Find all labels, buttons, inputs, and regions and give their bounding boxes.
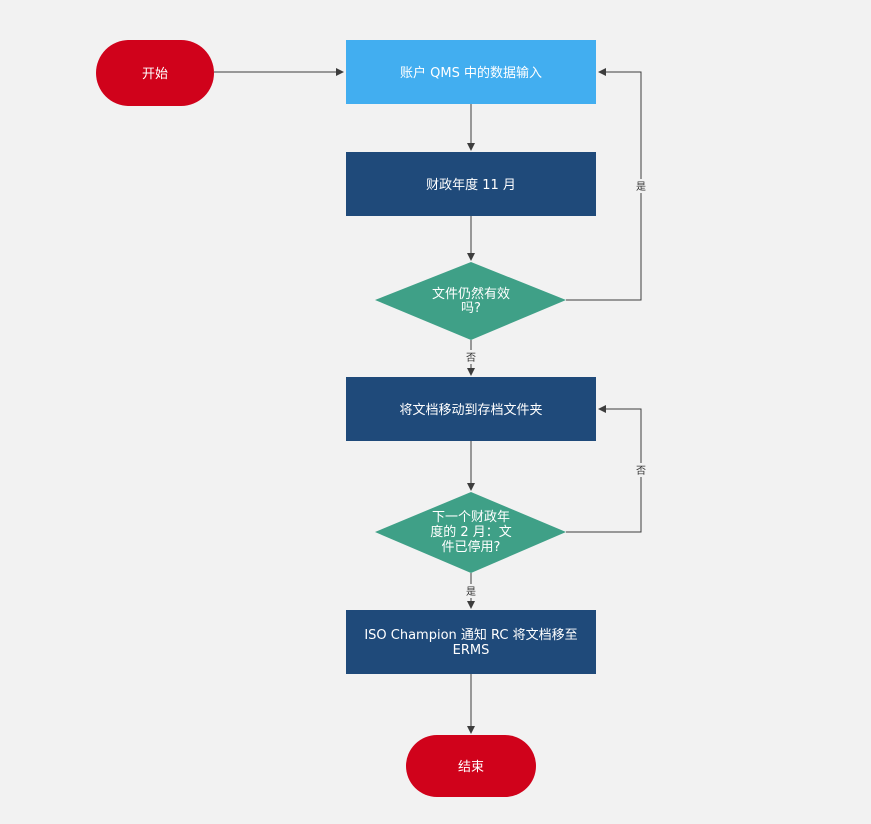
fiscal-february-decision: 下一个财政年 度的 2 月：文 件已停用?	[375, 492, 566, 573]
start-node: 开始	[96, 40, 214, 106]
edge-label-valid-no: 否	[466, 352, 476, 364]
iso-notify-node: ISO Champion 通知 RC 将文档移至 ERMS	[346, 610, 596, 674]
iso-notify-line-2: ERMS	[453, 643, 490, 658]
data-input-label: 账户 QMS 中的数据输入	[400, 65, 542, 81]
edge-label-feb-yes: 是	[466, 586, 476, 598]
move-archive-label: 将文档移动到存档文件夹	[399, 403, 542, 418]
document-valid-decision: 文件仍然有效 吗?	[375, 262, 566, 340]
fiscal-november-label: 财政年度 11 月	[426, 177, 516, 193]
data-input-node: 账户 QMS 中的数据输入	[346, 40, 596, 104]
document-valid-line-1: 文件仍然有效	[432, 286, 510, 302]
fiscal-february-line-1: 下一个财政年	[432, 510, 510, 525]
edge-label-feb-no: 否	[636, 465, 646, 477]
iso-notify-line-1: ISO Champion 通知 RC 将文档移至	[364, 627, 577, 643]
end-node: 结束	[406, 735, 536, 797]
end-label: 结束	[458, 760, 484, 775]
fiscal-november-node: 财政年度 11 月	[346, 152, 596, 216]
start-label: 开始	[142, 67, 168, 82]
edge-label-valid-yes: 是	[636, 181, 646, 193]
document-valid-line-2: 吗?	[461, 301, 481, 316]
fiscal-february-line-2: 度的 2 月：文	[430, 524, 512, 540]
fiscal-february-line-3: 件已停用?	[442, 539, 501, 555]
move-archive-node: 将文档移动到存档文件夹	[346, 377, 596, 441]
